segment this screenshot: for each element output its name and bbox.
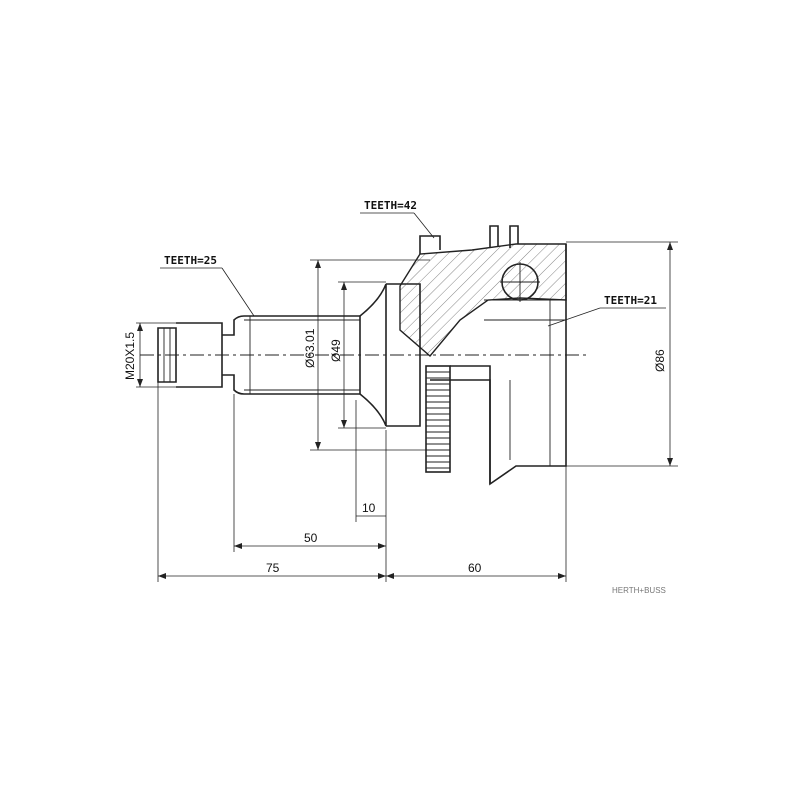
dim-10: 10 — [355, 400, 387, 522]
dim-49-label: Ø49 — [329, 339, 343, 362]
dim-75-60: 75 60 — [157, 382, 567, 582]
dim-49: Ø49 — [329, 281, 386, 429]
dim-86-label: Ø86 — [653, 349, 667, 372]
dim-75-label: 75 — [266, 561, 280, 575]
teeth-42-label: TEETH=42 — [364, 199, 417, 212]
outer-bell — [399, 225, 567, 486]
leader-teeth-25 — [221, 267, 255, 317]
dim-thread: M20X1.5 — [123, 322, 176, 388]
leader-teeth-21 — [547, 307, 601, 327]
abs-ring — [425, 365, 491, 484]
dim-63-label: Ø63.01 — [303, 328, 317, 368]
teeth-21-label: TEETH=21 — [604, 294, 657, 307]
dim-60-label: 60 — [468, 561, 482, 575]
dim-63: Ø63.01 — [303, 259, 430, 451]
dim-thread-label: M20X1.5 — [123, 332, 137, 380]
dim-10-label: 10 — [362, 501, 376, 515]
teeth-25-label: TEETH=25 — [164, 254, 217, 267]
leader-teeth-42 — [413, 212, 435, 239]
dim-50-label: 50 — [304, 531, 318, 545]
dim-86: Ø86 — [566, 241, 678, 467]
brand-watermark: HERTH+BUSS — [612, 586, 666, 595]
dim-50: 50 — [233, 394, 387, 582]
threaded-end — [157, 322, 223, 388]
splined-shaft — [222, 315, 361, 395]
